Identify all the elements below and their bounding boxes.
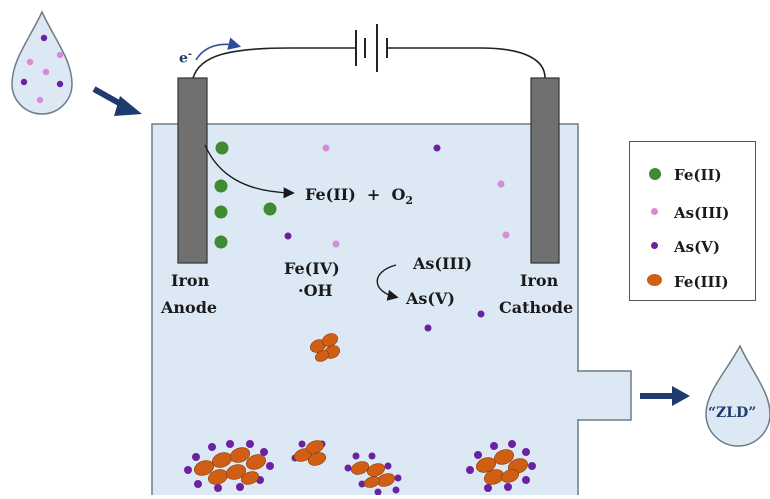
inlet-arrow-icon [92,86,142,116]
legend-label: As(III) [674,204,730,222]
cathode-label-line1: Iron [520,271,559,290]
arsenic-oxidation-arrow [376,264,399,301]
outlet-arrow-icon [640,386,690,406]
legend-label: Fe(III) [674,273,729,291]
influent-droplet [11,10,73,115]
fe2-legend-icon [649,168,661,180]
legend-label: As(V) [674,238,720,256]
fe4-label: Fe(IV) [284,259,340,278]
zld-droplet [705,344,770,447]
iron-anode [177,77,208,264]
as3-legend-icon [651,208,658,215]
sediment-floc-3 [344,452,402,496]
hydroxyl-radical-label: ·OH [298,281,333,300]
sediment-floc-4 [466,440,536,492]
cathode-label-line2: Cathode [499,298,574,317]
anode-label-line2: Anode [161,298,218,317]
outlet-pipe [577,370,632,421]
zld-label: “ZLD” [708,405,757,421]
legend-item-as5: As(V) [630,234,755,258]
as5-particles [284,144,485,332]
battery-icon [355,24,388,72]
fe3-legend-icon [647,274,662,286]
electron-flow-arrow [195,37,242,61]
sediment-floc-1 [184,440,274,492]
oxidation-arrow [204,144,295,199]
electron-label: e- [179,49,193,67]
as5-legend-icon [651,242,658,249]
as5-reaction-label: As(V) [406,289,455,308]
legend-item-fe3: Fe(III) [630,269,755,293]
as3-particles [322,144,510,248]
circuit-wire [192,47,546,79]
legend-item-fe2: Fe(II) [630,162,755,186]
sediment-floc-2 [291,440,327,466]
fe3-floc-small [310,333,340,362]
reaction-label: Fe(II) + O2 [305,185,414,208]
legend-item-as3: As(III) [630,200,755,224]
iron-cathode [530,77,560,264]
fe2-particles [214,141,277,249]
anode-label-line1: Iron [171,271,210,290]
legend: Fe(II) As(III) As(V) Fe(III) [629,141,756,301]
legend-label: Fe(II) [674,166,722,184]
as3-reaction-label: As(III) [413,254,473,273]
